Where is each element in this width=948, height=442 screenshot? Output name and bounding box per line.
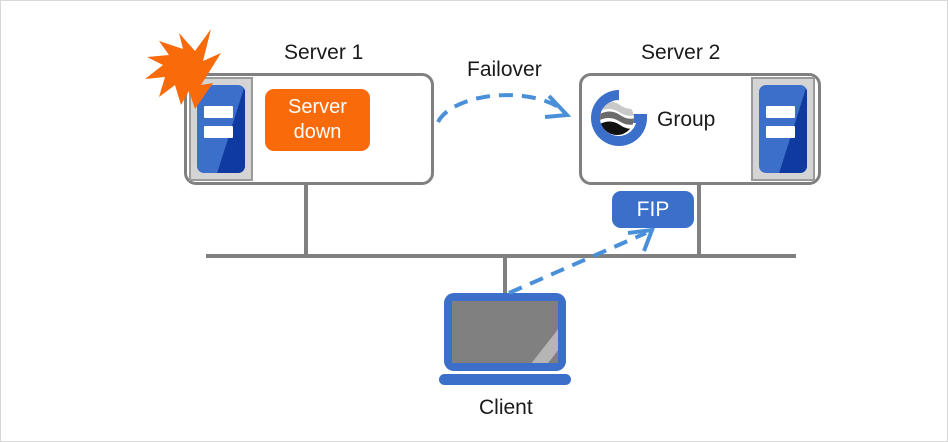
server1-title: Server 1 [284, 41, 364, 64]
server-down-line-1: Server [288, 96, 347, 118]
fip-badge: FIP [612, 191, 694, 228]
server1-network-drop [304, 184, 308, 256]
server-down-line-2: down [293, 121, 342, 143]
burst-icon [145, 29, 221, 109]
server-machine-icon [751, 77, 815, 181]
server-machine-body [197, 85, 245, 173]
client-screen [452, 301, 558, 363]
server-machine-body [759, 85, 807, 173]
server-machine-slot-1 [765, 106, 796, 118]
failover-arrow-head [544, 94, 572, 119]
fip-takeover-arrow-icon [508, 231, 647, 295]
group-globe-logo-icon [591, 90, 647, 146]
server2-network-drop [697, 184, 701, 256]
server-machine-slot-2 [765, 126, 796, 138]
failover-label: Failover [467, 58, 542, 81]
network-bus-line [206, 254, 796, 258]
client-network-drop [503, 256, 507, 296]
client-title: Client [479, 396, 533, 419]
server2-title: Server 2 [641, 41, 721, 64]
group-label: Group [657, 108, 716, 131]
client-screen-glint [520, 301, 558, 363]
failover-arrow-icon [436, 93, 565, 124]
fip-label: FIP [636, 197, 670, 221]
server-down-badge: Server down [265, 89, 370, 151]
client-computer-icon [444, 293, 566, 371]
server-machine-slot-2 [203, 126, 234, 138]
client-computer-base [439, 374, 571, 385]
fip-takeover-arrow-head [627, 227, 656, 252]
server-machine-slot-1 [203, 106, 234, 118]
